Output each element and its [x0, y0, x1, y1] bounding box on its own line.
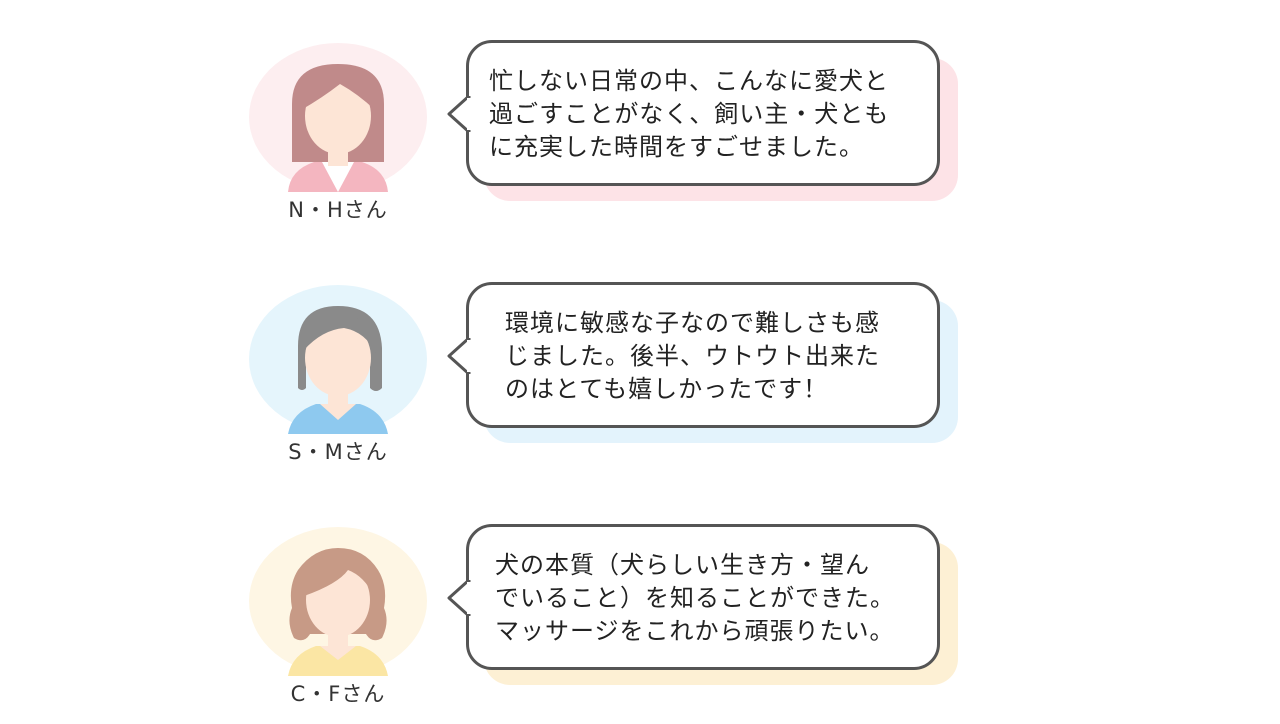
avatar-woman-short-hair — [248, 284, 428, 434]
customer-name: N・Hさん — [288, 198, 388, 222]
testimonial-text: 環境に敏感な子なので難しさも感 じました。後半、ウトウト出来た のはとても嬉しか… — [505, 309, 880, 403]
testimonial-2: S・Mさん 環境に敏感な子なので難しさも感 じました。後半、ウトウト出来た のは… — [0, 242, 1280, 482]
avatar-shirt — [288, 646, 388, 676]
customer-name: C・Fさん — [290, 682, 386, 706]
avatar-face — [305, 320, 371, 396]
avatar-woman-long-hair — [248, 42, 428, 192]
speech-bubble-tail — [447, 338, 474, 374]
testimonial-3: C・Fさん 犬の本質（犬らしい生き方・望ん でいること）を知ることができた。 マ… — [0, 484, 1280, 724]
testimonial-text: 犬の本質（犬らしい生き方・望ん でいること）を知ることができた。 マッサージをこ… — [495, 551, 895, 645]
avatar-woman-wavy-hair — [248, 526, 428, 676]
testimonial-1: N・Hさん 忙しない日常の中、こんなに愛犬と 過ごすことがなく、飼い主・犬とも … — [0, 0, 1280, 240]
speech-bubble-tail — [447, 96, 474, 132]
customer-name: S・Mさん — [288, 440, 388, 464]
speech-bubble: 犬の本質（犬らしい生き方・望ん でいること）を知ることができた。 マッサージをこ… — [466, 524, 940, 670]
speech-bubble: 忙しない日常の中、こんなに愛犬と 過ごすことがなく、飼い主・犬とも に充実した時… — [466, 40, 940, 186]
speech-bubble-tail — [447, 580, 474, 616]
testimonial-text: 忙しない日常の中、こんなに愛犬と 過ごすことがなく、飼い主・犬とも に充実した時… — [489, 67, 890, 161]
speech-bubble: 環境に敏感な子なので難しさも感 じました。後半、ウトウト出来た のはとても嬉しか… — [466, 282, 940, 428]
